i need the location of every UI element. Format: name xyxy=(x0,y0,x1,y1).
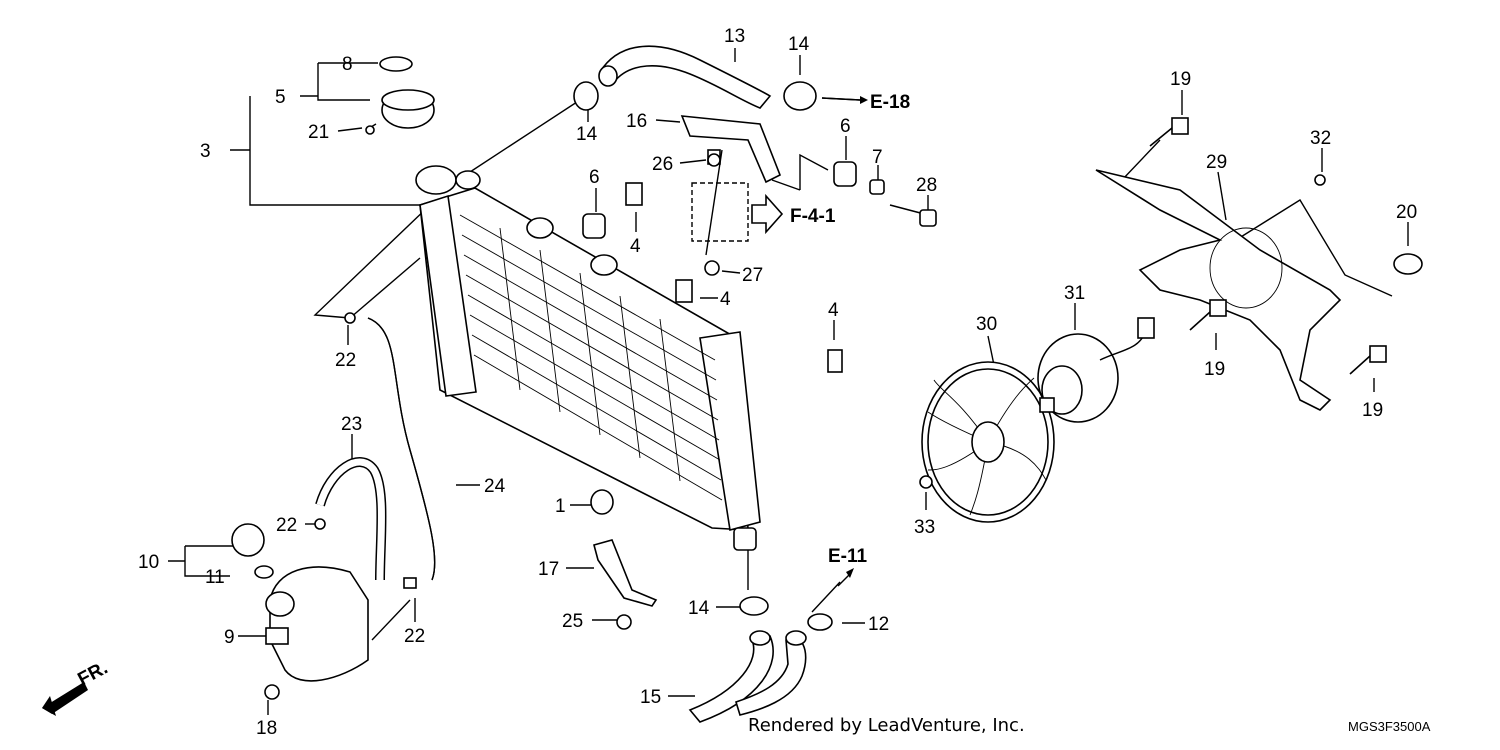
callout-10: 10 xyxy=(138,552,159,573)
callout-14-left: 14 xyxy=(576,124,598,145)
footer-rendered-by: Rendered by LeadVenture, Inc. xyxy=(748,715,1025,736)
callout-14-top: 14 xyxy=(788,34,810,55)
front-arrow xyxy=(42,682,88,716)
callout-6-left: 6 xyxy=(589,167,600,188)
radiator-cap xyxy=(365,56,435,135)
callout-16: 16 xyxy=(626,111,647,132)
callout-4-a: 4 xyxy=(630,236,641,257)
callout-12: 12 xyxy=(868,614,889,635)
callout-9: 9 xyxy=(224,627,235,648)
fan-motor xyxy=(1037,317,1155,423)
callout-6-right: 6 xyxy=(840,116,851,137)
callout-13: 13 xyxy=(724,26,745,47)
callout-33: 33 xyxy=(914,517,935,538)
callout-5: 5 xyxy=(275,87,286,108)
callout-31: 31 xyxy=(1064,283,1085,304)
callout-4-c: 4 xyxy=(828,300,839,321)
callout-29: 29 xyxy=(1206,152,1227,173)
callout-19-mid: 19 xyxy=(1204,359,1225,380)
callout-14-bottom: 14 xyxy=(688,598,710,619)
leader-lines xyxy=(168,48,1409,715)
callout-25: 25 xyxy=(562,611,583,632)
callout-32: 32 xyxy=(1310,128,1331,149)
callout-8: 8 xyxy=(342,54,353,75)
ref-f41: F-4-1 xyxy=(790,206,836,227)
ref-e11: E-11 xyxy=(828,546,868,567)
ref-e18: E-18 xyxy=(870,92,910,113)
radiator xyxy=(415,165,761,551)
reservoir-tank xyxy=(231,523,369,700)
upper-hose xyxy=(598,45,772,109)
callout-21: 21 xyxy=(308,122,329,143)
callout-7: 7 xyxy=(872,147,883,168)
callout-26: 26 xyxy=(652,154,673,175)
callout-3: 3 xyxy=(200,141,211,162)
callout-17: 17 xyxy=(538,559,559,580)
lower-mount xyxy=(590,489,658,630)
callout-4-b: 4 xyxy=(720,289,731,310)
callout-15: 15 xyxy=(640,687,661,708)
bolts xyxy=(707,117,1387,375)
callout-1: 1 xyxy=(555,496,566,517)
footer-diagram-code: MGS3F3500A xyxy=(1348,719,1431,734)
hose-clamps xyxy=(573,81,833,631)
callout-30: 30 xyxy=(976,314,997,335)
callout-18: 18 xyxy=(256,718,277,739)
callout-22-bottom: 22 xyxy=(404,626,425,647)
callout-22-top: 22 xyxy=(335,350,356,371)
radiator-core-fins xyxy=(459,214,723,501)
cooling-fan xyxy=(919,361,1055,523)
fan-shroud xyxy=(1095,169,1423,411)
callout-27: 27 xyxy=(742,265,763,286)
callout-20: 20 xyxy=(1396,202,1417,223)
ref-arrow-f41 xyxy=(751,193,784,235)
callout-22-mid: 22 xyxy=(276,515,297,536)
callout-11: 11 xyxy=(205,567,225,588)
overflow-hoses xyxy=(314,312,436,589)
callout-19-top: 19 xyxy=(1170,69,1191,90)
callout-labels: 8 5 3 21 13 14 14 16 26 6 6 7 28 4 4 4 2… xyxy=(74,26,1430,739)
callout-23: 23 xyxy=(341,414,362,435)
lower-hose xyxy=(688,630,807,723)
upper-bracket xyxy=(582,115,937,373)
callout-28: 28 xyxy=(916,175,937,196)
callout-24: 24 xyxy=(484,476,506,497)
callout-19-right: 19 xyxy=(1362,400,1383,421)
